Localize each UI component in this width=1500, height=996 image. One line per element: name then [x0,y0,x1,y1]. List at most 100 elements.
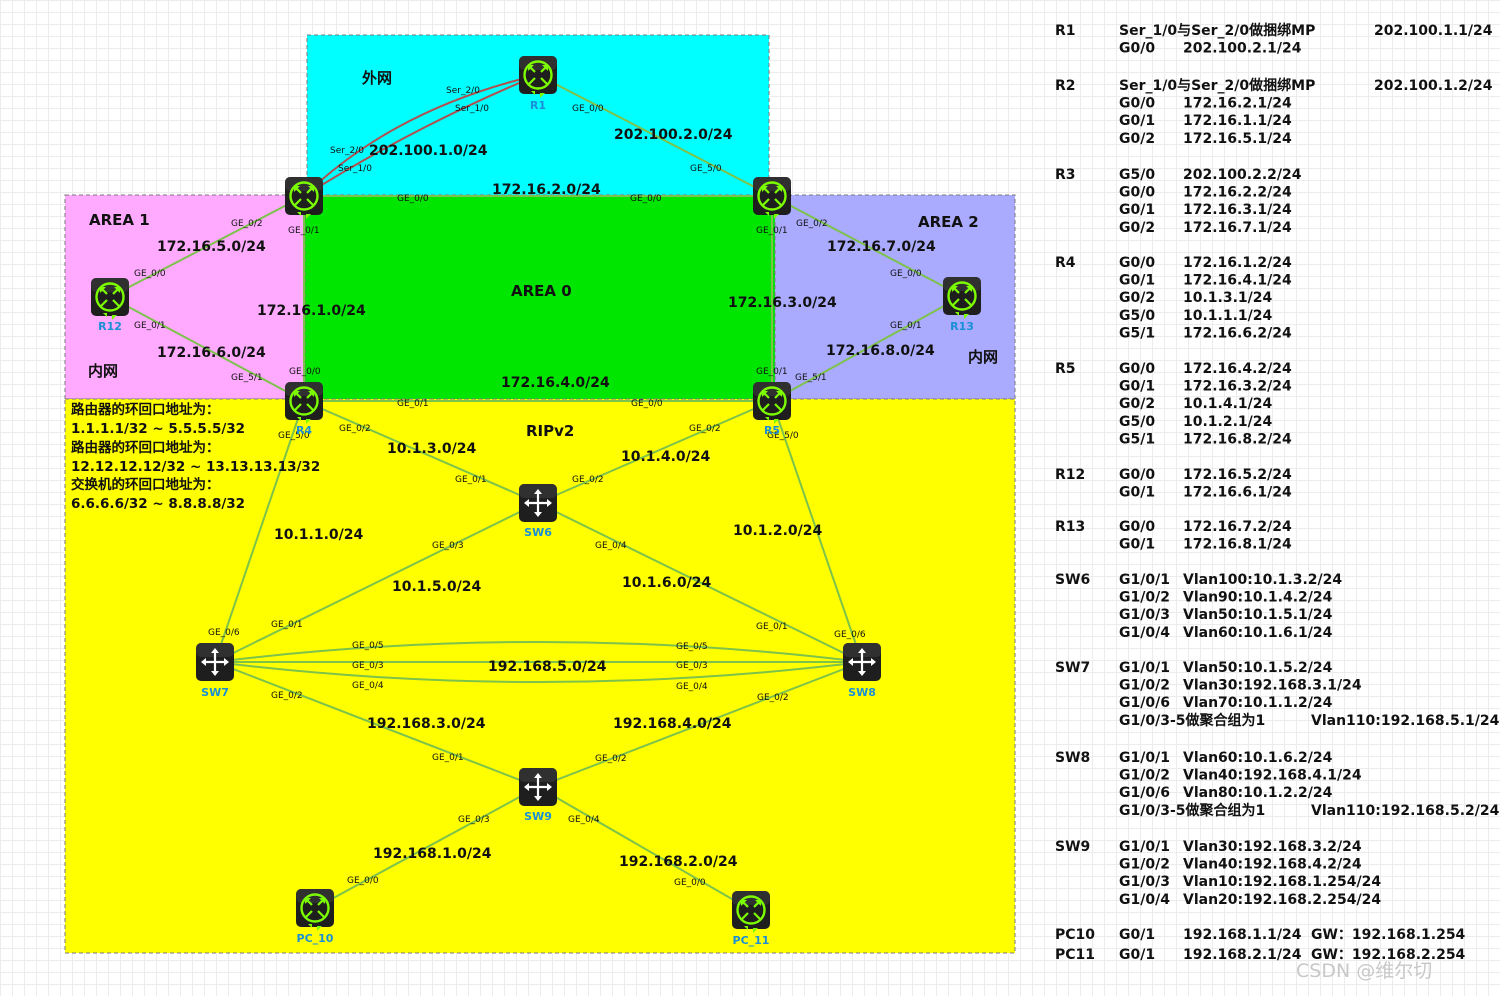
ip-table-address: 172.16.2.1/24 [1183,96,1292,112]
router-icon [283,380,325,426]
port-label: GE_0/0 [347,876,379,886]
ip-table-interface: G5/1 [1119,325,1155,341]
port-label: GE_0/0 [890,269,922,279]
network-label: 10.1.2.0/24 [733,523,823,539]
network-label: 172.16.2.0/24 [492,182,601,198]
port-label: GE_0/1 [134,321,166,331]
ip-table-device: SW9 [1055,839,1090,855]
router-icon [941,275,983,321]
router-r13[interactable]: R13 [941,275,983,333]
switch-sw8[interactable]: SW8 [841,641,883,699]
ip-table-extra: GW：192.168.1.254 [1311,927,1466,943]
network-label: 172.16.7.0/24 [827,239,936,255]
network-label: 10.1.6.0/24 [622,575,712,591]
links [109,74,963,911]
network-label: 192.168.3.0/24 [367,716,486,732]
zone-area0 [304,194,776,400]
ip-table-interface: G0/0 [1119,467,1155,483]
ip-table-address: 172.16.8.2/24 [1183,431,1292,447]
zone-rip-title: RIPv2 [526,422,574,440]
port-label: GE_0/0 [631,399,663,409]
router-r12[interactable]: R12 [89,276,131,333]
ip-table-address: Vlan30:192.168.3.1/24 [1183,678,1362,694]
port-label: GE_0/3 [432,541,464,551]
network-label: 172.16.3.0/24 [728,295,837,311]
router-r4[interactable]: R4 [283,380,325,437]
port-label: GE_0/2 [231,219,263,229]
ip-table-interface: G0/0 [1119,255,1155,271]
router-r2[interactable] [283,175,325,221]
ip-table-device: R4 [1055,255,1076,271]
router-icon [517,54,559,100]
ip-table-address: Vlan70:10.1.1.2/24 [1183,695,1333,711]
port-label: GE_0/6 [834,630,866,640]
ip-table-interface: G0/0 [1119,185,1155,201]
ip-table-device: PC11 [1055,947,1095,963]
note-line: 路由器的环回口地址为： [71,401,220,418]
switch-sw6[interactable]: SW6 [517,482,559,539]
network-label: 172.16.1.0/24 [257,303,366,319]
link-r4-sw7 [214,400,305,663]
network-label: 172.16.6.0/24 [157,345,266,361]
port-label: GE_0/0 [397,194,429,204]
serial-link-2 [303,74,539,197]
ip-table-interface: G0/1 [1119,273,1155,289]
network-label: 172.16.4.0/24 [501,375,610,391]
ip-table-interface: G1/0/2 [1119,768,1170,784]
device-label: R1 [530,99,546,112]
ip-table-address: 172.16.6.1/24 [1183,485,1292,501]
network-label: 10.1.5.0/24 [392,579,482,595]
pc-11[interactable]: PC_11 [730,889,772,947]
switch-sw9[interactable]: SW9 [517,766,559,823]
port-label: GE_5/0 [767,431,799,441]
link-r4-sw6 [303,400,539,504]
port-label: GE_0/2 [572,475,604,485]
ip-table-interface: G0/1 [1119,947,1155,963]
port-label: GE_0/2 [689,424,721,434]
ip-table-address: Vlan40:192.168.4.1/24 [1183,768,1362,784]
ip-table-interface: G1/0/6 [1119,785,1170,801]
network-label: 172.16.8.0/24 [826,343,935,359]
router-r3[interactable] [751,175,793,221]
link-sw9-pc11 [537,786,752,911]
ip-table-interface: G0/2 [1119,396,1155,412]
router-r5[interactable]: R5 [751,380,793,437]
zone-external-title: 外网 [361,69,392,87]
ip-table-address: 172.16.7.1/24 [1183,220,1292,236]
ip-table-interface: G0/2 [1119,220,1155,236]
ip-table-address: 172.16.3.2/24 [1183,379,1292,395]
port-label: GE_0/3 [458,815,490,825]
ip-table-address: 10.1.3.1/24 [1183,290,1273,306]
ip-table-address: 172.16.1.1/24 [1183,113,1292,129]
ip-table-device: PC10 [1055,927,1095,943]
ip-table-interface: G0/2 [1119,131,1155,147]
note-line: 1.1.1.1/32 ~ 5.5.5.5/32 [71,421,245,437]
port-label: Ser_2/0 [446,86,480,96]
ip-table-interface: G1/0/2 [1119,678,1170,694]
ip-table-address: 172.16.5.1/24 [1183,131,1292,147]
port-label: GE_0/1 [288,226,320,236]
ip-table-address: 10.1.2.1/24 [1183,414,1273,430]
network-label: 202.100.2.0/24 [614,127,733,143]
pc-10[interactable]: PC_10 [294,887,336,945]
ip-table-device: SW7 [1055,660,1090,676]
ip-table-address: 202.100.2.1/24 [1183,41,1302,57]
router-icon [751,380,793,426]
link-r5-sw6 [537,400,773,504]
port-label: GE_0/2 [757,693,789,703]
link-sw9-pc10 [314,786,539,909]
ip-table-interface: G1/0/6 [1119,695,1170,711]
port-label: GE_0/4 [568,815,600,825]
ip-table-interface: G1/0/1 [1119,572,1170,588]
ip-table-interface: G1/0/1 [1119,750,1170,766]
ip-table-address: Vlan80:10.1.2.2/24 [1183,785,1333,801]
serial-link-1 [303,74,539,197]
network-label: 192.168.4.0/24 [613,716,732,732]
ip-table-address: 10.1.1.1/24 [1183,308,1273,324]
ip-table-interface: G1/0/2 [1119,590,1170,606]
switch-sw7[interactable]: SW7 [194,641,236,699]
serial-links [303,74,539,197]
device-label: SW8 [848,686,876,699]
router-r1[interactable]: R1 [517,54,559,112]
port-label: GE_0/4 [595,541,627,551]
